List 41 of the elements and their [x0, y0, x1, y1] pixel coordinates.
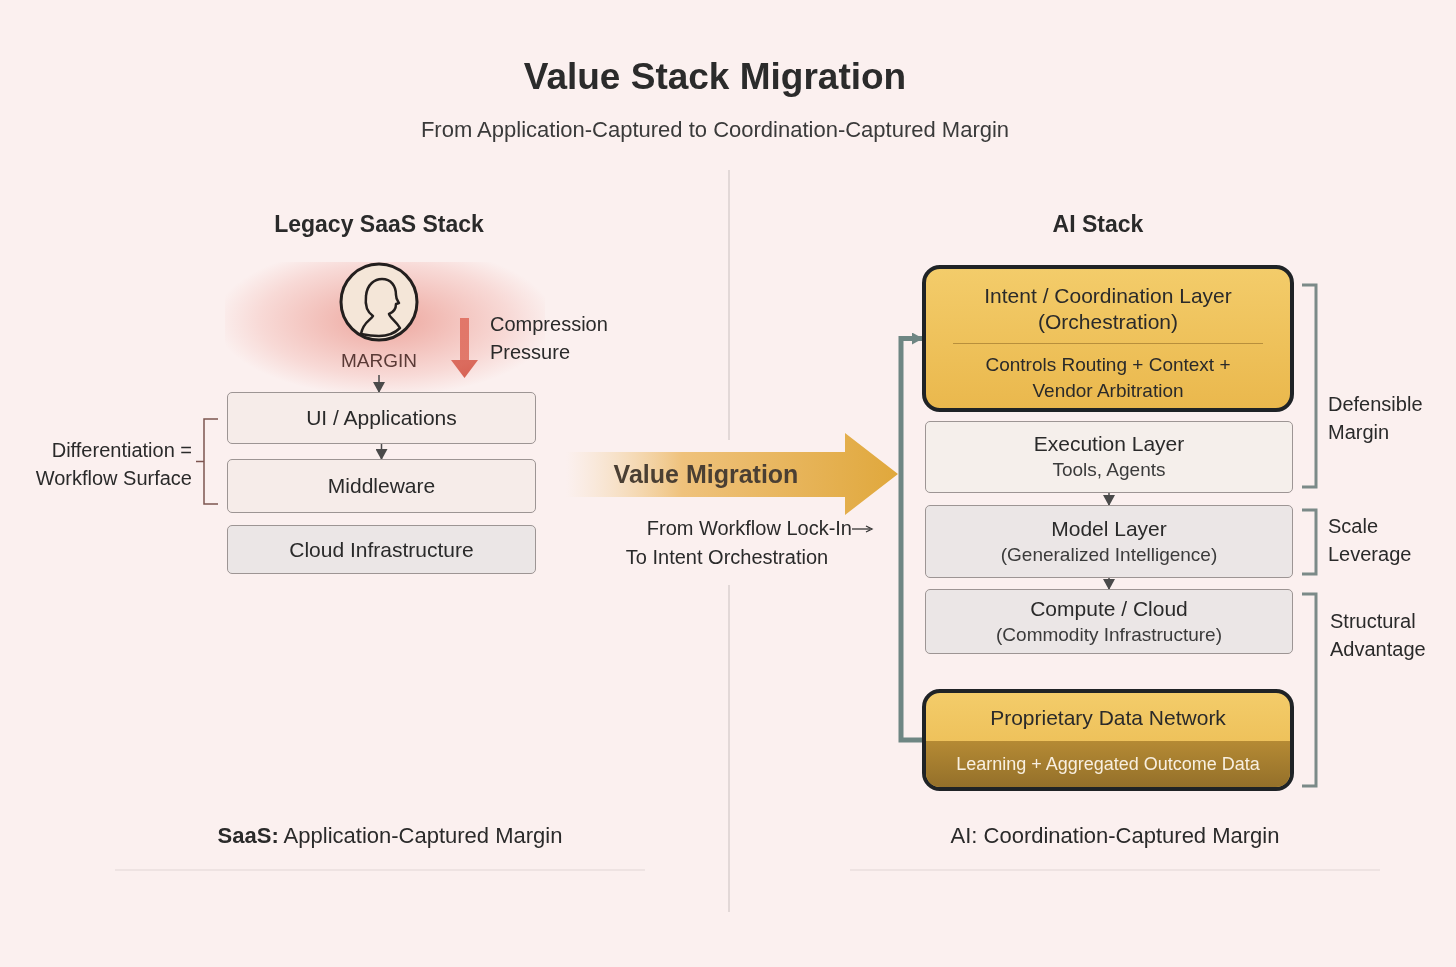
- node-title: Execution Layer: [1033, 431, 1185, 457]
- node-title: Middleware: [327, 473, 436, 499]
- layer-box: [925, 421, 1293, 493]
- node-subtitle: Controls Routing + Context + Vendor Arbitration: [953, 343, 1263, 404]
- layer-box: [227, 525, 536, 574]
- node-title: Model Layer: [1051, 515, 1167, 542]
- highlight-layer-box: [922, 265, 1294, 412]
- footer-caption: SaaS: Application-Captured Margin: [216, 822, 564, 850]
- feedback-arrow: [898, 332, 923, 743]
- section-heading: AI Stack: [1051, 210, 1145, 238]
- arrow: [1103, 577, 1115, 590]
- node-title: Intent / Coordination Layer (Orchestration): [983, 283, 1233, 335]
- node-title: UI / Applications: [306, 405, 457, 431]
- footer-caption: AI: Coordination-Captured Margin: [949, 822, 1281, 850]
- node-subtitle: (Commodity Infrastructure): [996, 622, 1222, 647]
- node-band-text: Learning + Aggregated Outcome Data: [926, 741, 1290, 787]
- layer-box: [227, 459, 536, 513]
- label-text: Compression Pressure: [490, 312, 609, 365]
- bracket-label: Structural Advantage: [1330, 609, 1427, 662]
- arrow: [1103, 492, 1115, 506]
- bracket-label: Defensible Margin: [1328, 392, 1424, 445]
- node-title: Cloud Infrastructure: [289, 536, 474, 563]
- highlight-layer-box: [922, 689, 1294, 791]
- arrow-caption: From Workflow Lock-In: [645, 516, 852, 541]
- bracket-label: Scale Leverage: [1328, 514, 1413, 567]
- node-caption: MARGIN: [341, 350, 417, 372]
- section-heading: Legacy SaaS Stack: [273, 210, 485, 238]
- arrow-label: Value Migration: [613, 459, 799, 489]
- layer-box: [227, 392, 536, 444]
- node-subtitle: Tools, Agents: [1052, 458, 1166, 482]
- title: Value Stack Migration: [522, 56, 908, 98]
- bracket-label: Differentiation = Workflow Surface: [34, 438, 192, 491]
- node-title: Compute / Cloud: [1030, 595, 1188, 622]
- layer-box: [925, 589, 1293, 654]
- layer-box: [925, 505, 1293, 578]
- arrow: [375, 443, 388, 460]
- arrow-caption: To Intent Orchestration: [624, 545, 830, 570]
- arrow: [373, 374, 385, 393]
- node-subtitle: (Generalized Intelligence): [1000, 542, 1218, 567]
- node-title: Proprietary Data Network: [990, 705, 1226, 731]
- label-text: From Application-Captured to Coordination-Captured Margin: [419, 116, 1011, 144]
